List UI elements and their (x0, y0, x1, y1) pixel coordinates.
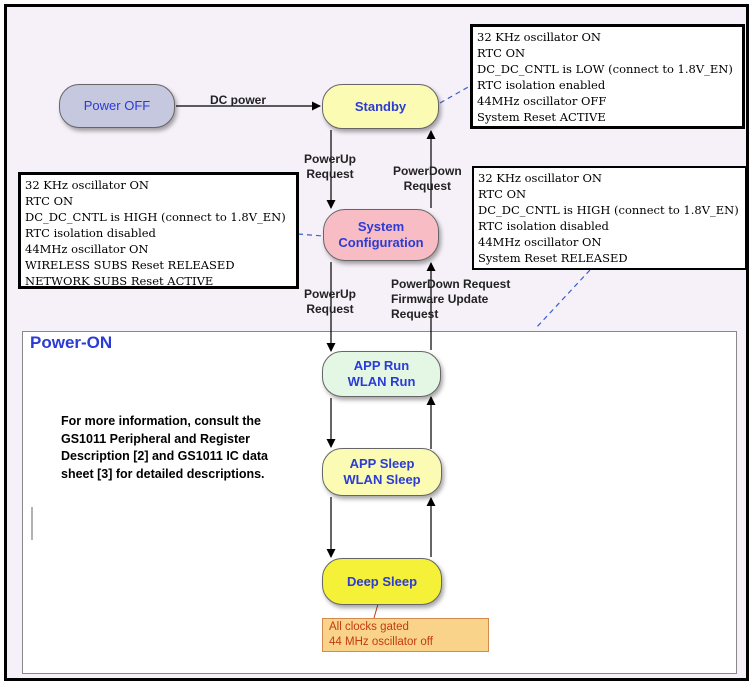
app-run-state: APP Run WLAN Run (322, 351, 441, 397)
power-off-state: Power OFF (59, 84, 175, 128)
sysconfig-info-line: RTC isolation disabled (25, 226, 156, 240)
deep-sleep-note-line: All clocks gated (329, 621, 409, 633)
sysconfig-info-line: 32 KHz oscillator ON (25, 178, 149, 192)
standby-info-line: DC_DC_CNTL is LOW (connect to 1.8V_EN) (477, 62, 733, 76)
deep-sleep-state: Deep Sleep (322, 558, 442, 605)
standby-callout-leader (439, 85, 471, 104)
powerup-request-label-1: PowerUp Request (304, 152, 357, 181)
dc-power-label: DC power (210, 93, 267, 107)
power-on-title: Power-ON (30, 333, 113, 352)
poweron-info-box: 32 KHz oscillator ON RTC ON DC_DC_CNTL i… (472, 166, 747, 270)
powerdown-firmware-label: PowerDown Request Firmware Update Reques… (391, 277, 511, 321)
sysconfig-info-box: 32 KHz oscillator ON RTC ON DC_DC_CNTL i… (18, 172, 299, 289)
poweron-info-line: 32 KHz oscillator ON (478, 171, 602, 185)
deep-sleep-note: All clocks gated 44 MHz oscillator off (322, 618, 489, 652)
sysconfig-info-line: WIRELESS SUBS Reset RELEASED (25, 258, 235, 272)
system-configuration-state: System Configuration (323, 209, 439, 261)
powerup-request-label-2: PowerUp Request (304, 287, 357, 316)
standby-info-line: RTC ON (477, 46, 526, 60)
sysconfig-info-line: DC_DC_CNTL is HIGH (connect to 1.8V_EN) (25, 210, 286, 224)
sysconfig-info-line: NETWORK SUBS Reset ACTIVE (25, 274, 214, 288)
poweron-info-line: DC_DC_CNTL is HIGH (connect to 1.8V_EN) (478, 203, 739, 217)
standby-info-line: System Reset ACTIVE (477, 110, 606, 124)
poweron-info-line: RTC ON (478, 187, 527, 201)
poweron-info-line: System Reset RELEASED (478, 251, 628, 265)
standby-state: Standby (322, 84, 439, 129)
standby-info-box: 32 KHz oscillator ON RTC ON DC_DC_CNTL i… (470, 24, 745, 129)
standby-info-line: RTC isolation enabled (477, 78, 606, 92)
standby-info-line: 32 KHz oscillator ON (477, 30, 601, 44)
deep-sleep-note-line: 44 MHz oscillator off (329, 636, 433, 648)
poweron-info-line: 44MHz oscillator ON (478, 235, 602, 249)
app-sleep-state: APP Sleep WLAN Sleep (322, 448, 442, 496)
powerdown-request-label-1: PowerDown Request (393, 164, 462, 193)
more-info-text: For more information, consult the GS1011… (61, 414, 269, 481)
sysconfig-info-line: 44MHz oscillator ON (25, 242, 149, 256)
sysconfig-info-line: RTC ON (25, 194, 74, 208)
sysconfig-callout-leader (297, 233, 324, 237)
standby-info-line: 44MHz oscillator OFF (477, 94, 607, 108)
poweron-callout-leader (534, 269, 591, 330)
poweron-info-line: RTC isolation disabled (478, 219, 609, 233)
deep-note-leader (373, 603, 379, 619)
